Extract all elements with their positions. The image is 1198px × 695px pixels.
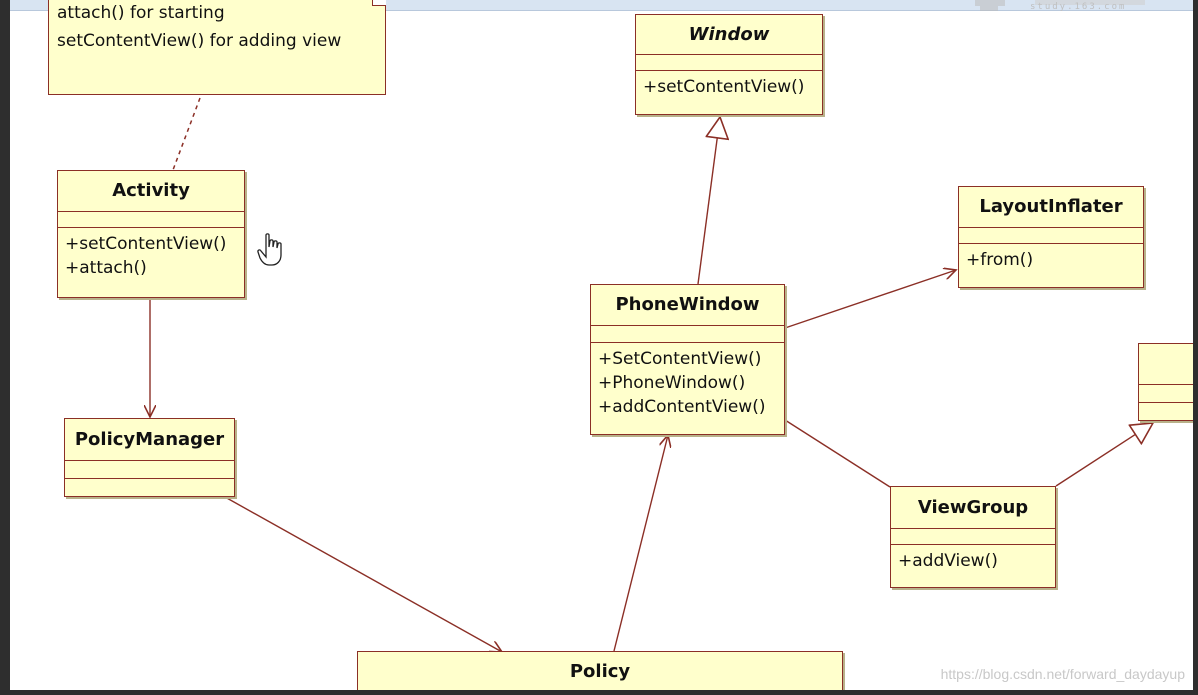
class-phonewindow-operations: +SetContentView() +PhoneWindow() +addCon… (591, 343, 784, 421)
class-window[interactable]: Window +setContentView() (635, 14, 823, 115)
class-activity-name: Activity (58, 171, 244, 212)
class-policymanager-attributes (65, 461, 234, 479)
note-anchor-line (172, 97, 201, 171)
phonewindow-viewgroup-association (784, 419, 891, 488)
viewgroup-generalization (1055, 423, 1153, 487)
class-viewgroup-name: ViewGroup (891, 487, 1055, 529)
operation: +addContentView() (598, 397, 766, 417)
policy-to-phonewindow-line (613, 435, 668, 652)
class-layoutinflater-attributes (959, 228, 1143, 244)
operation: +SetContentView() (598, 349, 762, 369)
class-window-attributes (636, 55, 822, 71)
diagram-canvas: study.163.com attach() for starting setC… (10, 0, 1193, 690)
policymanager-to-policy-line (224, 496, 502, 652)
note-fold (372, 0, 386, 6)
class-viewgroup[interactable]: ViewGroup +addView() (890, 486, 1056, 588)
class-window-operations: +setContentView() (636, 71, 822, 101)
class-partial-name (1139, 344, 1193, 385)
class-viewgroup-attributes (891, 529, 1055, 545)
operation: +from() (966, 250, 1034, 270)
class-phonewindow-attributes (591, 326, 784, 343)
operation: +addView() (898, 551, 998, 571)
operation: +setContentView() (643, 77, 805, 97)
class-phonewindow[interactable]: PhoneWindow +SetContentView() +PhoneWind… (590, 284, 785, 435)
phonewindow-to-layoutinflater-line (784, 270, 956, 329)
note-line-1: attach() for starting (57, 3, 225, 23)
class-window-name: Window (636, 15, 822, 55)
class-phonewindow-name: PhoneWindow (591, 285, 784, 326)
note-line-2: setContentView() for adding view (57, 31, 342, 51)
class-partial-offscreen[interactable] (1138, 343, 1193, 421)
class-partial-attributes (1139, 385, 1193, 403)
class-activity-attributes (58, 212, 244, 228)
hand-cursor-icon (257, 233, 282, 266)
class-policymanager[interactable]: PolicyManager (64, 418, 235, 497)
class-activity[interactable]: Activity +setContentView() +attach() (57, 170, 245, 298)
logo-icon (975, 0, 1145, 11)
class-viewgroup-operations: +addView() (891, 545, 1055, 575)
class-activity-operations: +setContentView() +attach() (58, 228, 244, 282)
operation: +setContentView() (65, 234, 227, 254)
class-layoutinflater[interactable]: LayoutInflater +from() (958, 186, 1144, 288)
note-box: attach() for starting setContentView() f… (48, 0, 386, 95)
class-policymanager-name: PolicyManager (65, 419, 234, 461)
window-top-bar (10, 0, 1193, 11)
watermark-text: https://blog.csdn.net/forward_daydayup (940, 666, 1185, 682)
class-policy-name: Policy (358, 652, 842, 690)
logo-text: study.163.com (1030, 2, 1127, 12)
phonewindow-to-window-generalization (697, 117, 720, 285)
class-layoutinflater-operations: +from() (959, 244, 1143, 274)
operation: +attach() (65, 258, 147, 278)
relationship-lines (10, 97, 1193, 690)
class-policy[interactable]: Policy (357, 651, 843, 690)
class-layoutinflater-name: LayoutInflater (959, 187, 1143, 228)
operation: +PhoneWindow() (598, 373, 746, 393)
